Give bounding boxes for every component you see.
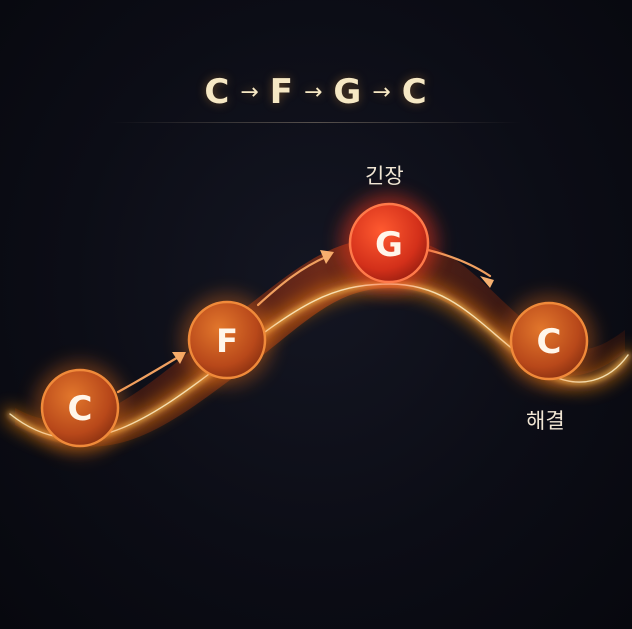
arrow-f-to-g	[256, 254, 330, 307]
node-c-end: C	[509, 301, 589, 381]
node-f: F	[187, 300, 267, 380]
title-arrow-icon: →	[303, 80, 324, 105]
title-arrow-icon: →	[240, 80, 260, 105]
title-chord-1: C	[204, 72, 231, 112]
node-label: C	[537, 322, 562, 362]
arrow-c-to-f	[116, 354, 182, 394]
arrowhead-icon	[320, 250, 334, 264]
node-label: C	[68, 389, 93, 429]
title-divider	[110, 122, 522, 123]
progression-title: C → F → G → C	[0, 72, 632, 112]
node-label: F	[216, 322, 238, 360]
node-label: G	[375, 225, 403, 265]
arrowheads	[172, 250, 494, 364]
node-c-start: C	[40, 368, 120, 448]
title-chord-2: F	[269, 72, 294, 112]
arrowhead-icon	[480, 276, 494, 288]
node-g: G	[348, 202, 430, 284]
curve-band	[15, 238, 625, 447]
title-chord-3: G	[333, 72, 363, 112]
title-arrow-icon: →	[372, 80, 392, 105]
tension-label: 긴장	[365, 164, 404, 188]
arrowhead-icon	[172, 352, 186, 364]
resolution-label: 해결	[526, 409, 565, 433]
title-chord-4: C	[401, 72, 428, 112]
